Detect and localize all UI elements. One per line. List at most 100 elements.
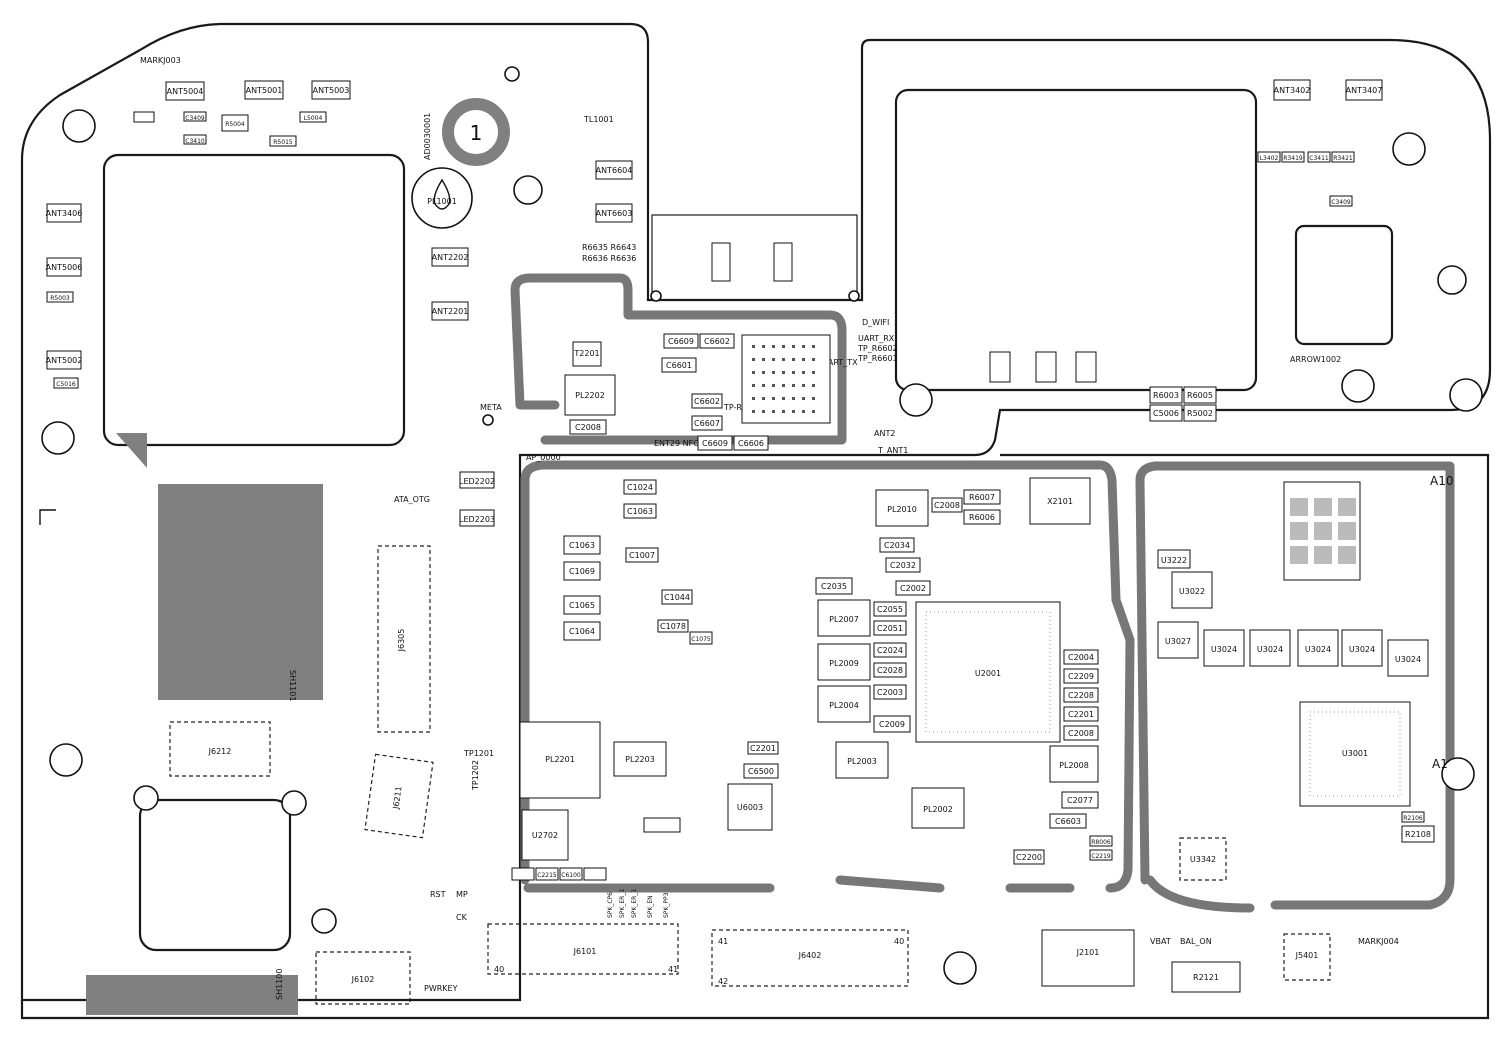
arrow-label: ARROW1002 bbox=[1290, 355, 1341, 364]
hole bbox=[943, 951, 977, 985]
led2203-label: LED2203 bbox=[459, 515, 495, 524]
svg-text:C1075: C1075 bbox=[691, 636, 711, 643]
svg-text:C6609: C6609 bbox=[702, 439, 728, 448]
svg-text:C1065: C1065 bbox=[569, 601, 595, 610]
svg-text:C3409: C3409 bbox=[1331, 199, 1351, 206]
pl1001-ring bbox=[411, 167, 473, 229]
svg-text:C6609: C6609 bbox=[668, 337, 694, 346]
r6635-label: R6635 R6643 bbox=[582, 243, 636, 252]
connector-j2101[interactable] bbox=[1041, 929, 1135, 987]
hole bbox=[311, 908, 337, 934]
led2203 bbox=[459, 509, 495, 527]
svg-text:U3024: U3024 bbox=[1305, 645, 1331, 654]
connector-j5401[interactable] bbox=[1283, 933, 1331, 981]
u3342-label: U3342 bbox=[1190, 855, 1216, 864]
resistors-top-right: R6003 R6005 C5006 R5002 L3402 R3419 C341… bbox=[1149, 151, 1355, 422]
svg-text:C6601: C6601 bbox=[666, 361, 692, 370]
shield-frame-top-right bbox=[894, 88, 1258, 392]
svg-text:C1024: C1024 bbox=[627, 483, 653, 492]
nfc-chip-grid bbox=[752, 345, 815, 413]
svg-text:C5006: C5006 bbox=[1153, 409, 1179, 418]
svg-text:C6500: C6500 bbox=[748, 767, 774, 776]
hole bbox=[899, 383, 933, 417]
j6402-label: J6402 bbox=[798, 951, 822, 960]
tp1201-label: TP1201 bbox=[463, 749, 494, 758]
inductors-main: PL2010 PL2007 PL2009 PL2004 PL2003 PL200… bbox=[613, 489, 1099, 829]
rst-label: RST bbox=[430, 890, 446, 899]
svg-text:C2077: C2077 bbox=[1067, 796, 1093, 805]
svg-text:C2003: C2003 bbox=[877, 688, 903, 697]
antenna-label: ANT5004 bbox=[167, 87, 204, 96]
svg-text:R6003: R6003 bbox=[1153, 391, 1179, 400]
svg-text:U3024: U3024 bbox=[1211, 645, 1237, 654]
svg-text:C2035: C2035 bbox=[821, 582, 847, 591]
grey-shield-main bbox=[520, 460, 1135, 893]
pl1001-drop bbox=[433, 178, 451, 210]
svg-text:C2028: C2028 bbox=[877, 666, 903, 675]
antenna-label: ANT3406 bbox=[46, 209, 83, 218]
spk-labels: SPK_CP6 SPK_ER_1 SPK_ER_1 SPK_EN SPK_PP3 bbox=[607, 889, 670, 918]
ck-label: CK bbox=[456, 913, 468, 922]
svg-text:SPK_ER_1: SPK_ER_1 bbox=[631, 889, 638, 918]
connector-j6211[interactable] bbox=[364, 753, 434, 839]
antenna-label: ANT5002 bbox=[46, 356, 83, 365]
svg-text:U3024: U3024 bbox=[1349, 645, 1375, 654]
pin-40b: 40 bbox=[894, 937, 904, 946]
svg-text:C6100: C6100 bbox=[561, 872, 581, 879]
svg-text:C3411: C3411 bbox=[1309, 155, 1329, 162]
svg-text:L3402: L3402 bbox=[1260, 155, 1279, 162]
shield-frame-left-large bbox=[102, 153, 406, 447]
svg-text:C2004: C2004 bbox=[1068, 653, 1094, 662]
connector-j6102[interactable] bbox=[315, 951, 411, 1005]
svg-text:SPK_EN: SPK_EN bbox=[647, 895, 654, 918]
mounting-holes bbox=[41, 66, 1483, 985]
triangle-marker-left bbox=[116, 433, 147, 468]
vbat-label: VBAT bbox=[1150, 937, 1171, 946]
svg-text:C2201: C2201 bbox=[1068, 710, 1094, 719]
pin-41a: 41 bbox=[668, 965, 678, 974]
hole bbox=[848, 290, 860, 302]
connector-j6212[interactable] bbox=[169, 721, 271, 777]
grey-shield-bottom-mid bbox=[523, 875, 1075, 893]
svg-text:R6005: R6005 bbox=[1187, 391, 1213, 400]
svg-text:SPK_ER_1: SPK_ER_1 bbox=[619, 889, 626, 918]
svg-text:C3410: C3410 bbox=[185, 138, 205, 145]
pl1001-label: PL1001 bbox=[427, 197, 457, 206]
svg-text:C1063: C1063 bbox=[569, 541, 595, 550]
t-ant1-label: T_ANT1 bbox=[877, 446, 908, 455]
svg-text:R2108: R2108 bbox=[1405, 830, 1431, 839]
ap-label: AP_0000 bbox=[526, 453, 561, 462]
right-region-chips: U3022 U3027 U3222 U3024 U3024 U3024 U302… bbox=[1157, 481, 1429, 677]
j5401-label: J5401 bbox=[1295, 951, 1319, 960]
tp-r6602-label: TP_R6602 bbox=[857, 344, 898, 353]
svg-text:C2201: C2201 bbox=[750, 744, 776, 753]
svg-text:PL2002: PL2002 bbox=[923, 805, 953, 814]
grey-pad-bottom-left bbox=[86, 975, 298, 1015]
svg-text:SPK_PP3: SPK_PP3 bbox=[663, 892, 670, 918]
board-outline bbox=[20, 22, 1492, 1002]
ad-label: AD0030001 bbox=[423, 113, 432, 160]
board-outline-bottom bbox=[20, 453, 1490, 1020]
svg-text:PL2202: PL2202 bbox=[575, 391, 605, 400]
svg-text:U3027: U3027 bbox=[1165, 637, 1191, 646]
sh1101-label: SH1101 bbox=[288, 670, 297, 701]
tl1001-label: TL1001 bbox=[583, 115, 614, 124]
connector-j6402[interactable] bbox=[711, 929, 909, 987]
svg-text:C1063: C1063 bbox=[627, 507, 653, 516]
shield-frame-bottom-left bbox=[138, 798, 292, 952]
corner-a10: A10 bbox=[1430, 474, 1453, 488]
svg-text:C2032: C2032 bbox=[890, 561, 916, 570]
r2121-label: R2121 bbox=[1193, 973, 1219, 982]
chip-x2101 bbox=[1029, 477, 1091, 525]
svg-text:C2002: C2002 bbox=[900, 584, 926, 593]
svg-text:C5016: C5016 bbox=[56, 381, 76, 388]
hole bbox=[1449, 378, 1483, 412]
svg-text:C2200: C2200 bbox=[1016, 853, 1042, 862]
svg-text:C6603: C6603 bbox=[1055, 817, 1081, 826]
pin-42: 42 bbox=[718, 977, 728, 986]
led2202-label: LED2202 bbox=[459, 477, 495, 486]
connector-j6101[interactable] bbox=[487, 923, 679, 975]
hole bbox=[1441, 757, 1475, 791]
svg-text:C2024: C2024 bbox=[877, 646, 903, 655]
